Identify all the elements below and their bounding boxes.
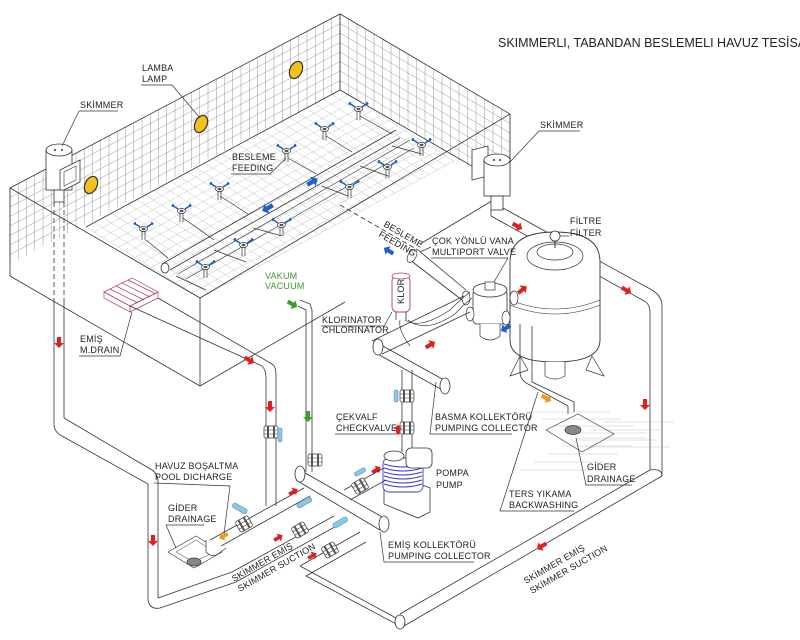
main-drain-pipe [129, 297, 277, 506]
inlet-nozzle-icon [271, 218, 292, 237]
label-discharge-collector-tr: BASMA KOLLEKTÖRÜ [435, 412, 532, 422]
flow-arrow-icon [423, 337, 438, 352]
inlet-nozzle-icon [348, 102, 369, 121]
pool-lamps [83, 60, 304, 195]
inlet-nozzle-icon [233, 238, 254, 257]
flow-arrow-icon [271, 531, 285, 545]
label-filter-tr: FİLTRE [570, 216, 602, 226]
backwash-pipe [519, 324, 575, 414]
label-main-drain-tr: EMİŞ [80, 334, 103, 344]
flow-arrow-icon [217, 529, 231, 543]
label-chlorinator-tr: KLORINATOR [322, 315, 382, 325]
label-pool-discharge-en: POOL DICHARGE [155, 472, 232, 482]
drain-icon [186, 557, 202, 567]
drain-icon [564, 425, 582, 435]
ball-valve-icon [350, 476, 370, 496]
chlorinator: KLOR [391, 272, 473, 347]
diagram-title: SKIMMERLI, TABANDAN BESLEMELI HAVUZ TESİ… [498, 36, 800, 50]
lamp-icon [288, 60, 304, 80]
ball-valve-icon [320, 540, 340, 560]
label-filter-en: FİLTER [570, 228, 602, 238]
skimmer-right [471, 145, 511, 211]
lamp-icon [83, 175, 99, 195]
pressure-gauge-icon [549, 230, 561, 242]
label-pump-tr: POMPA [436, 468, 469, 478]
pump [382, 447, 433, 519]
flow-arrow-icon [539, 391, 554, 406]
label-klor-tank: KLOR [396, 278, 406, 304]
check-valve-icon [399, 421, 415, 435]
inlet-nozzle-icon [209, 182, 230, 201]
label-multiport-tr: ÇOK YÖNLÜ VANA [432, 236, 514, 246]
label-vacuum-en: VACUUM [265, 281, 305, 291]
label-skimmer-left: SKİMMER [80, 100, 124, 110]
ball-valve-icon [399, 389, 415, 403]
label-chlorinator-en: CHLORINATOR [322, 325, 389, 335]
label-skimmer-right: SKİMMER [540, 120, 584, 130]
pool-basin [9, 13, 511, 387]
flow-arrow-icon [285, 297, 300, 312]
flow-arrow-icon [303, 411, 313, 422]
label-lamp-tr: LAMBA [142, 63, 174, 73]
label-pool-discharge-tr: HAVUZ BOŞALTMA [155, 461, 238, 471]
label-feeding-floor-en: FEEDING [232, 163, 273, 173]
label-suction-collector-en: PUMPING COLLECTOR [388, 551, 491, 561]
sand-filter [509, 230, 605, 380]
valve-handle [332, 516, 348, 529]
label-drainage-left-tr: GİDER [168, 503, 198, 513]
main-drain [103, 277, 159, 313]
label-main-drain-en: M.DRAIN [80, 345, 119, 355]
label-drainage-left-en: DRAINAGE [168, 514, 217, 524]
ball-valve-icon [290, 520, 310, 540]
flow-arrow-icon [148, 535, 158, 546]
label-backwash-tr: TERS YIKAMA [509, 489, 572, 499]
ball-valve-icon [307, 453, 323, 467]
flow-arrow-icon [619, 283, 634, 298]
lamp-icon [193, 114, 209, 134]
inlet-nozzle-icon [195, 259, 216, 279]
floor-feeding-network [133, 102, 432, 291]
drain-floor-left [167, 535, 227, 569]
label-feeding-floor-tr: BESLEME [232, 152, 276, 162]
suction-branches [209, 487, 367, 583]
valve-handle [277, 427, 283, 443]
feeding-return-pipe [339, 204, 467, 301]
label-multiport-en: MULTIPORT VALVE [432, 247, 516, 257]
skimmer-left [45, 143, 81, 300]
label-lamp-en: LAMP [142, 74, 167, 84]
drain-floor-right [520, 411, 674, 471]
label-checkvalve-en: CHECKVALVE [336, 423, 397, 433]
pump-riser [401, 370, 413, 452]
label-pump-en: PUMP [436, 480, 463, 490]
label-backwash-en: BACKWASHING [509, 500, 578, 510]
valve-handle [232, 502, 248, 515]
label-vacuum-tr: VAKUM [265, 271, 297, 281]
flow-arrow-icon [510, 219, 525, 234]
label-drainage-right-en: DRAINAGE [587, 474, 636, 484]
inlet-nozzle-icon [339, 180, 360, 199]
ball-valve-icon [263, 425, 279, 439]
flow-arrow-icon [54, 337, 64, 348]
label-discharge-collector-en: PUMPING COLLECTOR [435, 423, 538, 433]
discharge-collector [371, 295, 471, 395]
suction-collector [294, 465, 390, 533]
inlet-nozzle-icon [314, 122, 335, 141]
label-drainage-right-tr: GİDER [587, 462, 617, 472]
label-suction-collector-tr: EMİŞ KOLLEKTÖRÜ [388, 540, 476, 550]
flow-arrow-icon [640, 399, 650, 410]
valve-handle [296, 496, 312, 509]
flow-arrow-icon [534, 539, 549, 554]
valve-handle [393, 389, 399, 403]
inlet-nozzle-icon [411, 138, 432, 157]
label-checkvalve-tr: ÇEKVALF [336, 412, 378, 422]
bottom-return-pipe [299, 565, 406, 630]
vacuum-line [297, 299, 313, 472]
flow-arrow-icon [265, 401, 275, 412]
valve-handle [354, 467, 366, 477]
skimmer-left-suction-pipe [53, 300, 237, 609]
